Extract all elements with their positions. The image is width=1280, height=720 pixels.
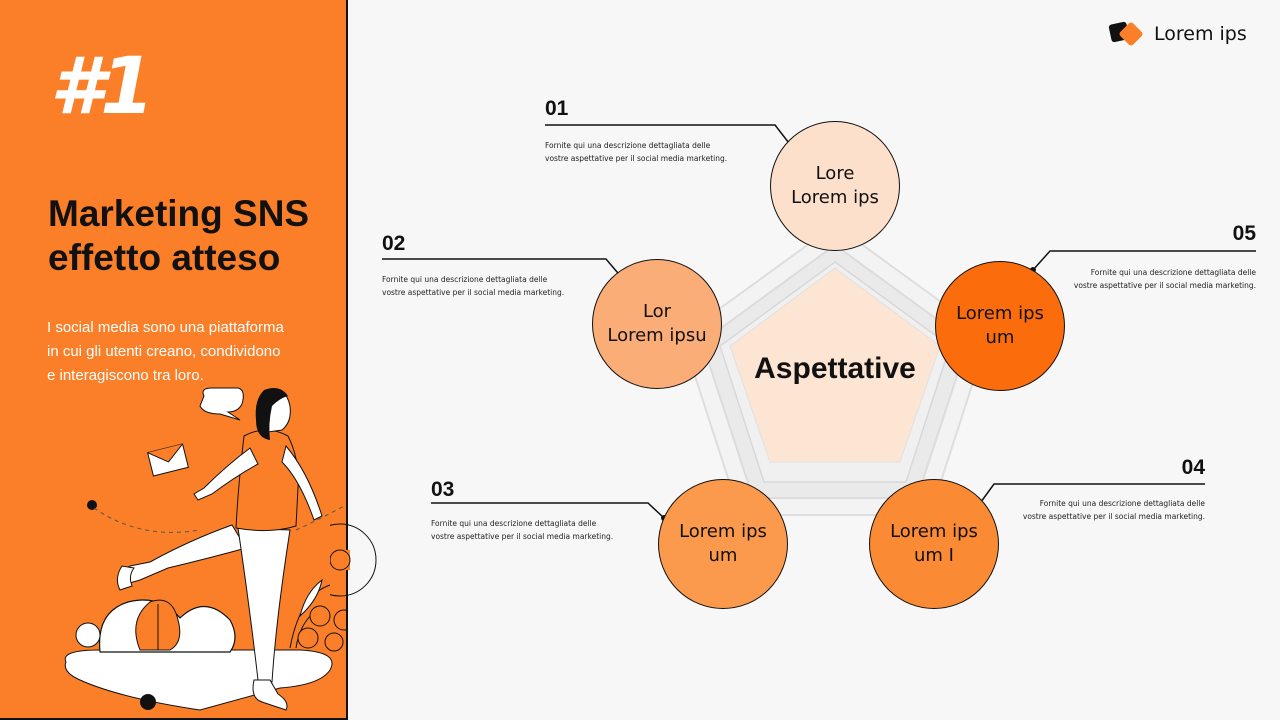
node-05-line-1: Lorem ips bbox=[956, 303, 1044, 324]
step-number-02: 02 bbox=[382, 232, 406, 255]
step-description-01-line-2: vostre aspettative per il social media m… bbox=[545, 154, 728, 163]
step-description-04-line-1: Fornite qui una descrizione dettagliata … bbox=[1039, 499, 1205, 508]
step-description-01-line-1: Fornite qui una descrizione dettagliata … bbox=[545, 141, 711, 150]
slide-title-line-1: Marketing SNS bbox=[48, 193, 310, 234]
step-description-02-line-1: Fornite qui una descrizione dettagliata … bbox=[382, 275, 548, 284]
node-01-line-2: Lorem ips bbox=[791, 187, 879, 208]
slide-description-line-2: in cui gli utenti creano, condividono bbox=[47, 343, 281, 360]
step-description-05-line-2: vostre aspettative per il social media m… bbox=[1073, 281, 1256, 290]
step-number-03: 03 bbox=[431, 478, 455, 501]
person-illustration bbox=[64, 387, 346, 711]
brand-name: Lorem ips bbox=[1154, 23, 1247, 45]
slide-title-line-2: effetto atteso bbox=[48, 237, 281, 278]
pentagon-center bbox=[729, 267, 941, 463]
brand-logo-icon bbox=[1108, 21, 1143, 46]
node-03-line-1: Lorem ips bbox=[679, 521, 767, 542]
step-description-01: Fornite qui una descrizione dettagliata … bbox=[545, 139, 727, 165]
diagram-node-05: Lorem ips um bbox=[935, 261, 1065, 391]
step-description-05: Fornite qui una descrizione dettagliata … bbox=[1056, 266, 1256, 292]
node-02-line-1: Lor bbox=[642, 301, 672, 322]
node-04-line-1: Lorem ips bbox=[890, 521, 978, 542]
step-number-04: 04 bbox=[1181, 456, 1205, 479]
brand: Lorem ips bbox=[1106, 18, 1247, 50]
slide-description-line-1: I social media sono una piattaforma bbox=[47, 319, 284, 336]
slide-title: Marketing SNS effetto atteso bbox=[48, 192, 338, 280]
step-description-02: Fornite qui una descrizione dettagliata … bbox=[382, 273, 564, 299]
step-description-02-line-2: vostre aspettative per il social media m… bbox=[382, 288, 565, 297]
step-description-04-line-2: vostre aspettative per il social media m… bbox=[1022, 512, 1205, 521]
node-01-line-1: Lore bbox=[815, 163, 855, 184]
node-05-line-2: um bbox=[985, 327, 1015, 348]
step-number-01: 01 bbox=[545, 97, 569, 120]
diagram-center-label: Aspettative bbox=[754, 352, 916, 385]
step-description-03-line-2: vostre aspettative per il social media m… bbox=[431, 532, 614, 541]
node-02-line-2: Lorem ipsu bbox=[607, 325, 707, 346]
diagram-node-04: Lorem ips um I bbox=[869, 479, 999, 609]
slide-number: #1 bbox=[50, 42, 155, 132]
connector-01 bbox=[545, 124, 793, 148]
slide-description: I social media sono una piattaforma in c… bbox=[47, 316, 327, 388]
slide-description-line-3: e interagiscono tra loro. bbox=[47, 367, 204, 384]
node-03-line-2: um bbox=[708, 545, 738, 566]
step-number-05: 05 bbox=[1232, 222, 1256, 245]
connector-03 bbox=[431, 502, 665, 519]
diagram-node-03: Lorem ips um bbox=[658, 479, 788, 609]
connector-05 bbox=[1032, 250, 1256, 271]
node-04-line-2: um I bbox=[914, 545, 954, 566]
decorative-leaf-icon bbox=[330, 523, 377, 597]
left-panel: #1 Marketing SNS effetto atteso I social… bbox=[0, 0, 348, 720]
step-description-04: Fornite qui una descrizione dettagliata … bbox=[1005, 497, 1205, 523]
step-description-03-line-1: Fornite qui una descrizione dettagliata … bbox=[431, 519, 597, 528]
step-description-03: Fornite qui una descrizione dettagliata … bbox=[431, 517, 613, 543]
connector-04 bbox=[977, 483, 1205, 507]
step-description-05-line-1: Fornite qui una descrizione dettagliata … bbox=[1090, 268, 1256, 277]
